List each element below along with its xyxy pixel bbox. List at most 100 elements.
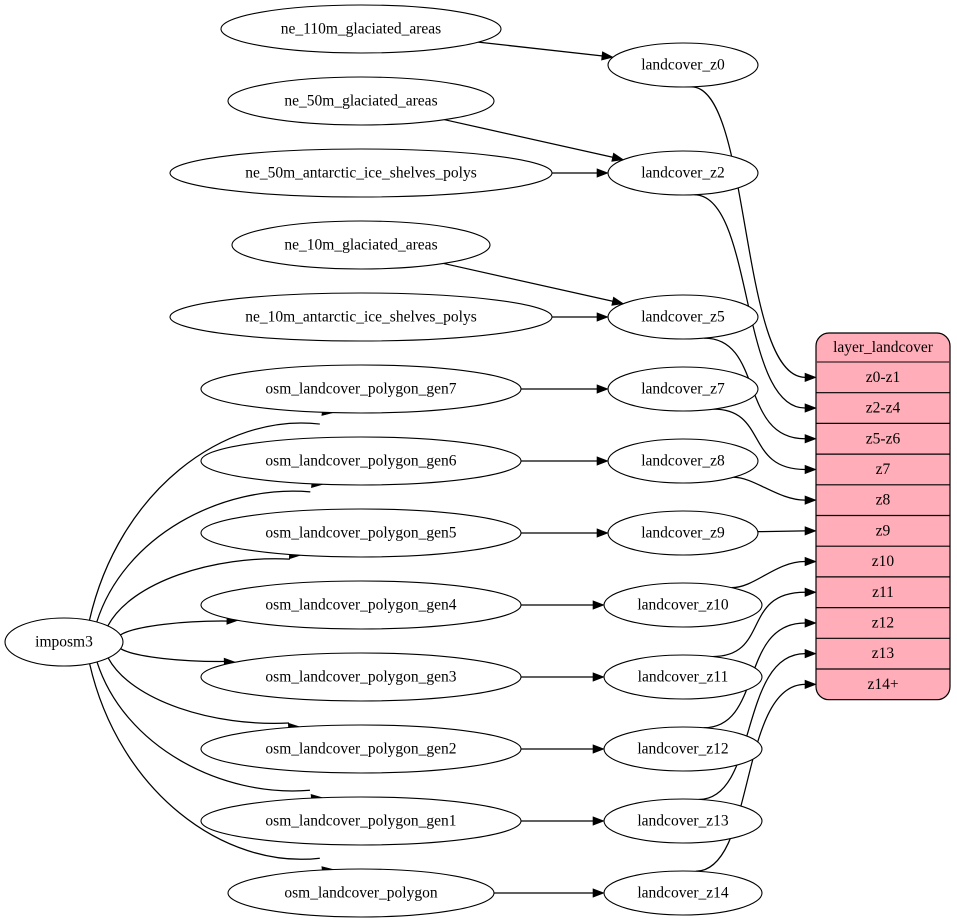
table-cell-label: z14+ — [867, 676, 898, 693]
node-landcover_z13[interactable]: landcover_z13 — [603, 798, 763, 844]
node-osm_landcover_polygon_gen1[interactable]: osm_landcover_polygon_gen1 — [200, 796, 522, 846]
edge-arrowhead — [592, 888, 605, 898]
edge-arrowhead — [596, 312, 609, 322]
table-row[interactable]: z7 — [816, 453, 950, 478]
edge-imposm3-to-osm_landcover_polygon_gen4 — [120, 615, 239, 636]
edge-landcover_z11-to-z11 — [712, 587, 817, 658]
edge-ne_50m_antarctic_ice_shelves_polys-to-landcover_z2 — [552, 168, 609, 178]
table-row[interactable]: z9 — [816, 514, 950, 540]
table-row[interactable]: z10 — [816, 545, 950, 570]
edge-arrowhead — [804, 372, 817, 382]
edge-landcover_z9-to-z9 — [757, 526, 817, 536]
node-osm_landcover_polygon_gen2[interactable]: osm_landcover_polygon_gen2 — [200, 724, 522, 774]
table-row[interactable]: z13 — [816, 637, 950, 662]
edge-landcover_z2-to-z2-z4 — [694, 194, 817, 413]
table-row[interactable]: z14+ — [816, 668, 950, 693]
edge-landcover_z10-to-z10 — [731, 556, 817, 589]
edge-arrowhead — [804, 679, 817, 689]
table-row[interactable]: z8 — [816, 484, 950, 509]
table-cell-label: z12 — [872, 615, 894, 632]
edge-arrowhead — [804, 434, 817, 444]
node-label: osm_landcover_polygon_gen6 — [265, 453, 456, 470]
edge-arrowhead — [804, 464, 817, 475]
table-cell-label: z7 — [876, 461, 891, 478]
node-osm_landcover_polygon_gen6[interactable]: osm_landcover_polygon_gen6 — [200, 436, 522, 486]
edge-arrowhead — [804, 526, 817, 536]
edge-arrowhead — [596, 384, 609, 394]
node-landcover_z0[interactable]: landcover_z0 — [607, 42, 759, 88]
table-cell-label: z11 — [872, 584, 894, 601]
node-ne_10m_antarctic_ice_shelves_polys[interactable]: ne_10m_antarctic_ice_shelves_polys — [169, 292, 553, 342]
layer-landcover-table: layer_landcover z0-z1 z2-z4 z5-z6 z7 z8 z9 z10 z… — [815, 332, 951, 701]
node-label: landcover_z9 — [641, 525, 725, 542]
node-osm_landcover_polygon_gen7[interactable]: osm_landcover_polygon_gen7 — [200, 364, 522, 414]
edge-ne_10m_antarctic_ice_shelves_polys-to-landcover_z5 — [552, 312, 609, 322]
edge-arrowhead — [804, 403, 817, 413]
edge-osm_landcover_polygon_gen6-to-landcover_z8 — [521, 456, 609, 466]
edge-arrowhead — [592, 600, 605, 610]
table-cell-label: z2-z4 — [866, 400, 901, 417]
node-label: osm_landcover_polygon_gen4 — [265, 597, 456, 614]
edge-osm_landcover_polygon_gen4-to-landcover_z10 — [521, 600, 605, 610]
node-osm_landcover_polygon_gen3[interactable]: osm_landcover_polygon_gen3 — [200, 652, 522, 702]
node-ne_50m_glaciated_areas[interactable]: ne_50m_glaciated_areas — [227, 76, 495, 126]
node-label: osm_landcover_polygon_gen1 — [265, 813, 456, 830]
edge-arrowhead — [596, 528, 609, 538]
node-label: landcover_z12 — [637, 741, 728, 758]
node-ne_50m_antarctic_ice_shelves_polys[interactable]: ne_50m_antarctic_ice_shelves_polys — [169, 148, 553, 198]
table-cell-label: z13 — [872, 645, 895, 662]
node-landcover_z5[interactable]: landcover_z5 — [607, 294, 759, 340]
edge-arrowhead — [596, 456, 609, 466]
table-cell-label: z5-z6 — [866, 430, 901, 447]
node-label: landcover_z0 — [641, 57, 725, 74]
edge-landcover_z14-to-z14+ — [695, 679, 817, 872]
node-ne_110m_glaciated_areas[interactable]: ne_110m_glaciated_areas — [220, 4, 502, 54]
layer-table-layer_landcover[interactable]: layer_landcover z0-z1 z2-z4 z5-z6 z7 z8 z9 z10 z… — [815, 332, 951, 701]
table-row[interactable]: z2-z4 — [816, 392, 950, 417]
node-label: landcover_z11 — [638, 669, 729, 686]
node-landcover_z14[interactable]: landcover_z14 — [603, 870, 763, 916]
node-ne_10m_glaciated_areas[interactable]: ne_10m_glaciated_areas — [231, 220, 491, 270]
node-landcover_z8[interactable]: landcover_z8 — [607, 438, 759, 484]
node-landcover_z12[interactable]: landcover_z12 — [603, 726, 763, 772]
edge-arrowhead — [804, 495, 817, 505]
node-osm_landcover_polygon[interactable]: osm_landcover_polygon — [227, 868, 495, 918]
node-imposm3[interactable]: imposm3 — [4, 617, 124, 667]
edge-imposm3-to-osm_landcover_polygon_gen3 — [120, 648, 237, 667]
node-label: ne_50m_glaciated_areas — [284, 93, 437, 110]
node-osm_landcover_polygon_gen5[interactable]: osm_landcover_polygon_gen5 — [200, 508, 522, 558]
node-label: landcover_z14 — [637, 885, 728, 902]
node-label: ne_110m_glaciated_areas — [281, 21, 441, 38]
node-label: imposm3 — [35, 634, 93, 651]
edge-ne_110m_glaciated_areas-to-landcover_z0 — [478, 41, 614, 61]
table-cell-label: z9 — [876, 522, 891, 539]
node-label: ne_10m_glaciated_areas — [284, 237, 437, 254]
edge-osm_landcover_polygon_gen3-to-landcover_z11 — [521, 672, 605, 682]
edge-osm_landcover_polygon-to-landcover_z14 — [494, 888, 605, 898]
table-row[interactable]: z12 — [816, 606, 950, 632]
edge-arrowhead — [804, 618, 817, 628]
table-cell-label: z0-z1 — [866, 369, 900, 386]
edge-osm_landcover_polygon_gen1-to-landcover_z13 — [521, 816, 605, 826]
node-label: landcover_z2 — [641, 165, 725, 182]
edge-osm_landcover_polygon_gen7-to-landcover_z7 — [521, 384, 609, 394]
node-label: landcover_z5 — [641, 309, 725, 326]
table-cell-label: z10 — [872, 553, 895, 570]
table-row[interactable]: z5-z6 — [816, 422, 950, 447]
edge-arrowhead — [611, 296, 625, 306]
node-landcover_z11[interactable]: landcover_z11 — [603, 654, 763, 700]
node-landcover_z10[interactable]: landcover_z10 — [603, 582, 763, 628]
edge-arrowhead — [592, 672, 605, 682]
node-landcover_z2[interactable]: landcover_z2 — [607, 150, 759, 196]
node-landcover_z9[interactable]: landcover_z9 — [607, 510, 759, 556]
node-label: landcover_z7 — [641, 381, 725, 398]
table-row[interactable]: z11 — [816, 576, 950, 601]
table-row[interactable]: z0-z1 — [866, 369, 900, 386]
node-osm_landcover_polygon_gen4[interactable]: osm_landcover_polygon_gen4 — [200, 580, 522, 630]
node-label: landcover_z13 — [637, 813, 728, 830]
table-header-label: layer_landcover — [833, 339, 934, 356]
node-label: osm_landcover_polygon_gen7 — [265, 381, 456, 398]
node-landcover_z7[interactable]: landcover_z7 — [607, 366, 759, 412]
edge-landcover_z13-to-z13 — [698, 649, 817, 801]
